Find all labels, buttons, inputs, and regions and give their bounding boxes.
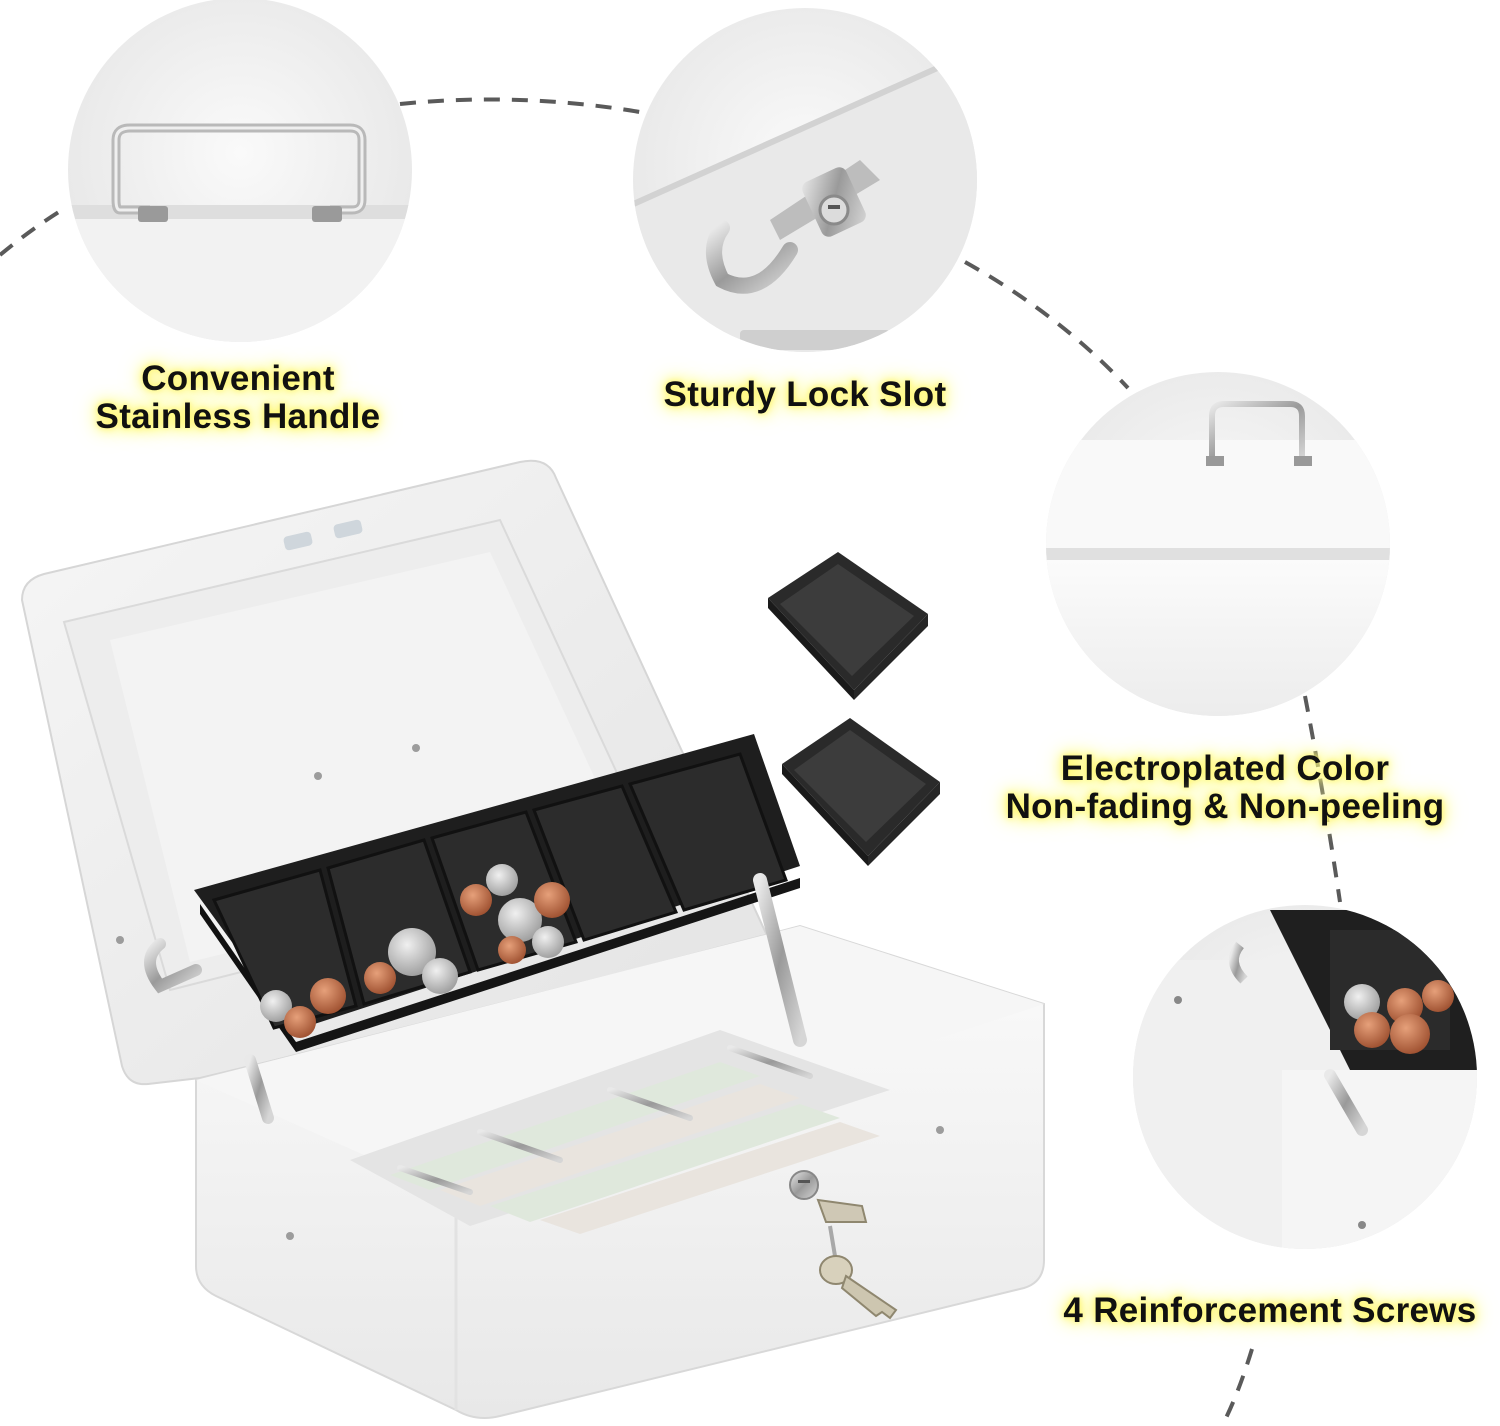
dashed-connector <box>0 97 1342 1426</box>
cash-box-main <box>20 459 1045 1419</box>
lock-icon <box>633 37 977 352</box>
spare-coin-cup-bottom <box>782 718 940 866</box>
bill-slots <box>390 1045 880 1234</box>
spare-coin-cup-top <box>768 552 928 700</box>
feature-label-handle: Convenient Stainless Handle <box>78 360 398 436</box>
closed-box-detail-circle <box>1046 372 1390 716</box>
screw-icon <box>1133 910 1477 1249</box>
feature-label-color: Electroplated Color Non-fading & Non-pee… <box>980 750 1470 826</box>
handle-detail-circle <box>68 0 412 342</box>
coin-tray <box>144 734 807 1124</box>
feature-label-color-line1: Electroplated Color <box>1060 749 1390 788</box>
feature-label-screws-line1: 4 Reinforcement Screws <box>1063 1291 1477 1330</box>
box-lock-with-keys <box>789 1170 898 1320</box>
feature-label-screws: 4 Reinforcement Screws <box>1040 1292 1500 1330</box>
cash-box-closed-icon <box>1046 401 1390 716</box>
lock-detail-circle <box>633 8 977 352</box>
feature-label-handle-line2: Stainless Handle <box>95 396 381 436</box>
screws-detail-circle <box>1133 905 1477 1249</box>
feature-label-color-line2: Non-fading & Non-peeling <box>1005 786 1445 826</box>
feature-label-handle-line1: Convenient <box>141 359 335 398</box>
feature-label-lock-line1: Sturdy Lock Slot <box>663 375 947 414</box>
feature-label-lock: Sturdy Lock Slot <box>640 376 970 414</box>
